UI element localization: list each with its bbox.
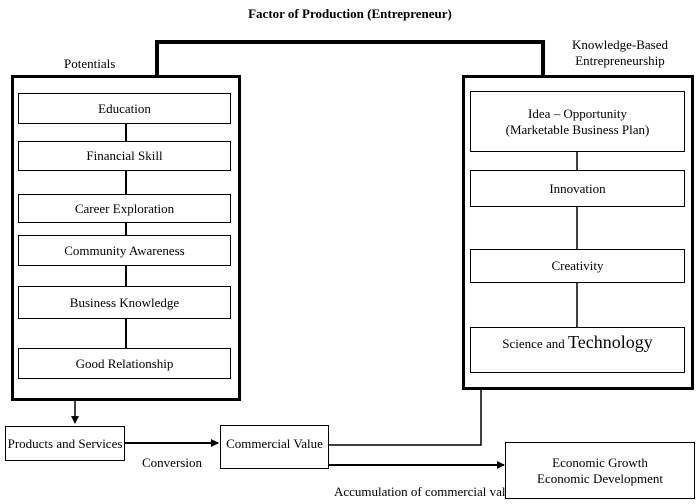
potential-career-exploration: Career Exploration [18, 194, 231, 223]
kbe-idea-opportunity: Idea – Opportunity (Marketable Business … [470, 91, 685, 152]
kbe-creativity-label: Creativity [551, 258, 604, 273]
diagram-title: Factor of Production (Entrepreneur) [248, 6, 452, 21]
kbe-label-line-1: Knowledge-Based [571, 37, 669, 52]
accumulation-label: Accumulation of commercial value [334, 484, 518, 499]
kbe-idea-line-1: Idea – Opportunity [528, 105, 627, 121]
economic-growth-label: Economic Growth [552, 454, 648, 470]
potentials-label: Potentials [64, 56, 116, 71]
conversion-label: Conversion [142, 455, 202, 470]
potential-career-exploration-label: Career Exploration [74, 200, 175, 216]
kbe-technology-label: Technology [567, 332, 653, 352]
commercial-value-label: Commercial Value [226, 436, 323, 451]
commercial-to-kbe-connector [329, 390, 482, 446]
potential-business-knowledge: Business Knowledge [18, 286, 231, 319]
kbe-science-technology: Science and Technology [470, 327, 685, 373]
economic-growth-box: Economic Growth Economic Development [505, 442, 695, 499]
kbe-science-label: Science and [502, 336, 568, 351]
potential-community-awareness-label: Community Awareness [64, 242, 185, 258]
products-services-label: Products and Services [7, 435, 123, 451]
economic-development-label: Economic Development [537, 470, 663, 486]
potential-education-label: Education [98, 100, 151, 116]
commercial-value-box: Commercial Value [220, 425, 329, 469]
kbe-frame [462, 75, 694, 390]
kbe-label: Knowledge-Based Entrepreneurship [560, 37, 680, 69]
kbe-creativity: Creativity [470, 249, 685, 283]
potential-education: Education [18, 93, 231, 124]
potential-good-relationship-label: Good Relationship [75, 355, 174, 371]
potential-financial-skill: Financial Skill [18, 141, 231, 171]
top-bracket-connector [155, 40, 545, 76]
potential-community-awareness: Community Awareness [18, 235, 231, 266]
potential-good-relationship: Good Relationship [18, 348, 231, 379]
kbe-innovation: Innovation [470, 170, 685, 207]
products-services-box: Products and Services [5, 426, 125, 461]
kbe-idea-line-2: (Marketable Business Plan) [505, 121, 650, 137]
potential-business-knowledge-label: Business Knowledge [69, 294, 180, 310]
kbe-label-line-2: Entrepreneurship [575, 53, 665, 68]
potential-financial-skill-label: Financial Skill [86, 148, 163, 163]
kbe-innovation-label: Innovation [549, 180, 606, 196]
potentials-frame [11, 75, 241, 401]
